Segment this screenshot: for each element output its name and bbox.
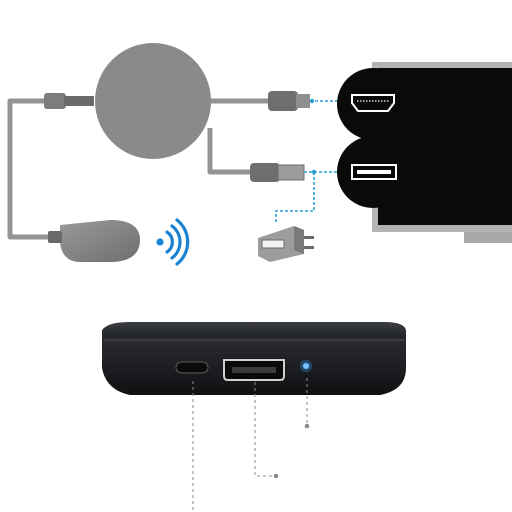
connector-lines: [275, 98, 342, 224]
dongle-usb-cable: [207, 128, 252, 175]
left-cable-plug: [44, 93, 94, 109]
hdmi-port-icon: [351, 94, 395, 112]
power-adapter-icon: [48, 220, 140, 262]
status-led-icon: [300, 360, 312, 372]
hdmi-plug: [268, 91, 310, 111]
cables: [7, 98, 275, 240]
usb-plug: [250, 163, 305, 182]
wireless-display-dongle: [95, 43, 211, 159]
reset-button-icon: [175, 361, 209, 374]
usb-port-icon: [351, 164, 397, 180]
micro-usb-port-icon: [223, 359, 285, 381]
usb-port-callout: [337, 136, 409, 208]
tv-stand: [464, 232, 512, 243]
usb-wall-charger-icon: [258, 226, 314, 262]
receiver-device: [102, 322, 406, 395]
leader-lines: [192, 378, 310, 512]
wifi-icon: [156, 218, 190, 266]
hdmi-port-callout: [337, 68, 409, 140]
usb-power-cable: [7, 98, 58, 240]
